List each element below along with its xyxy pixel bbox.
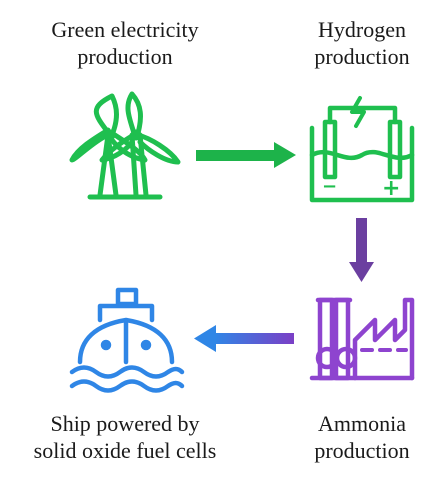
arrow-hydrogen-to-ammonia — [349, 218, 374, 282]
electrolyzer-plus: + — [382, 176, 400, 201]
arrow-electricity-to-hydrogen — [196, 142, 296, 168]
ship-icon — [69, 287, 185, 393]
wind-turbine-icon — [69, 91, 181, 200]
label-ammonia-production: Ammonia production — [314, 411, 410, 463]
arrow-ammonia-to-ship — [194, 325, 294, 352]
electrolyzer-icon — [309, 96, 415, 203]
label-green-electricity: Green electricity production — [51, 17, 199, 69]
label-hydrogen-production: Hydrogen production — [314, 17, 410, 69]
label-ship: Ship powered by solid oxide fuel cells — [33, 411, 217, 463]
electrolyzer-minus: − — [322, 176, 337, 197]
factory-icon — [309, 297, 415, 381]
